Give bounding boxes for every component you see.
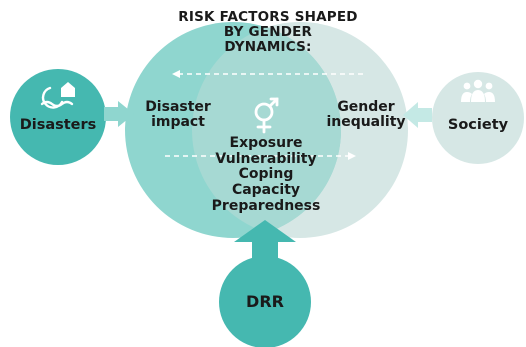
people-group-icon: [461, 79, 495, 102]
disasters-arrow: [104, 101, 134, 127]
risk-factor-item: Capacity: [231, 182, 301, 199]
overlap-region: [192, 22, 341, 238]
diagram-title: RISK FACTORS SHAPED BY GENDER DYNAMICS:: [178, 9, 358, 56]
disaster-impact-text: Disaster impact: [145, 99, 211, 130]
dashed-arrow-top-head: [172, 70, 180, 78]
flood-house-icon-house: [61, 82, 75, 97]
risk-factor-item: Preparedness: [211, 197, 321, 214]
gender-inequality-label: Gender inequality: [318, 100, 414, 129]
disasters-label: Disasters: [19, 117, 97, 133]
gender-inequality-text: Gender inequality: [326, 99, 406, 130]
society-label: Society: [447, 117, 509, 133]
disaster-impact-label: Disaster impact: [134, 100, 222, 129]
drr-node: [219, 256, 311, 347]
society-node: [432, 72, 524, 164]
risk-factor-item: Exposure: [229, 135, 303, 151]
society-arrow: [403, 102, 432, 128]
drr-label: DRR: [246, 292, 284, 311]
risk-factor-item: Coping: [238, 166, 294, 183]
flood-house-icon: [40, 86, 74, 109]
disasters-node: [10, 69, 106, 165]
drr-arrow: [234, 220, 296, 262]
risk-factors-list: Exposure Vulnerability Coping Capacity P…: [188, 135, 344, 214]
dashed-arrow-bottom-head: [348, 152, 356, 160]
gender-symbol-icon: [254, 97, 279, 134]
risk-factor-item: Vulnerability: [215, 150, 317, 167]
